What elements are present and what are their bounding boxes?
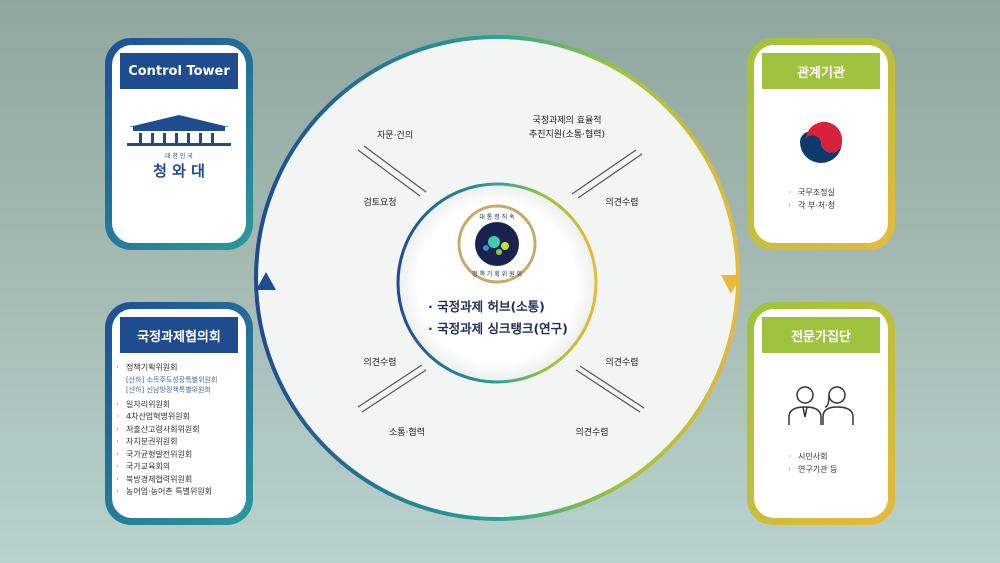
flow-label: 의견수렴 <box>605 198 639 208</box>
flow-label: 자문·건의 <box>377 131 413 141</box>
blue-house-logo: 대 한 민 국 청 와 대 <box>112 111 246 181</box>
hub-role: · 국정과제 싱크탱크(연구) <box>428 321 568 336</box>
hub-roles: · 국정과제 허브(소통) · 국정과제 싱크탱크(연구) <box>428 296 568 340</box>
list-item: 정책기획위원회 <box>112 362 246 375</box>
flow-label: 소통·협력 <box>389 428 425 438</box>
list-item: 자치분권위원회 <box>112 436 246 449</box>
flow-label: 추진지원(소통·협력) <box>528 130 606 140</box>
hub-role: · 국정과제 허브(소통) <box>428 299 545 314</box>
card-title: Control Tower <box>120 53 238 89</box>
list-item: 농어업·농어촌 특별위원회 <box>112 486 246 499</box>
card-title: 관계기관 <box>762 53 880 89</box>
people-icon <box>754 383 888 431</box>
cycle-arrow-down-icon <box>721 275 741 294</box>
list-item: 4차산업혁명위원회 <box>112 411 246 424</box>
government-emblem-icon <box>754 119 888 169</box>
council-list: 정책기획위원회 [산하] 소득주도성장특별위원회 [산하] 신남방정책특별위원회… <box>112 362 246 499</box>
list-item: 연구기관 등 <box>784 464 888 477</box>
svg-text:대 통 령 직 속: 대 통 령 직 속 <box>479 213 515 221</box>
list-item: 일자리위원회 <box>112 399 246 412</box>
card-title: 전문가집단 <box>762 317 880 353</box>
svg-text:정 책 기 획 위 원 회: 정 책 기 획 위 원 회 <box>472 270 522 278</box>
list-item: 국가균형발전위원회 <box>112 449 246 462</box>
experts-list: 시민사회 연구기관 등 <box>784 451 888 476</box>
list-item: 국가교육회의 <box>112 461 246 474</box>
hub-emblem: 대 통 령 직 속 정 책 기 획 위 원 회 <box>457 204 537 284</box>
agencies-list: 국무조정실 각 부·처·청 <box>784 187 888 212</box>
experts-card: 전문가집단 시민사회 연구기관 등 <box>747 302 895 525</box>
flow-arrows <box>357 145 645 413</box>
list-item: 시민사회 <box>784 451 888 464</box>
list-item: 각 부·처·청 <box>784 200 888 213</box>
list-item: [산하] 소득주도성장특별위원회 <box>126 375 218 384</box>
flow-label: 검토요청 <box>363 198 397 208</box>
flow-label: 의견수렴 <box>363 358 397 368</box>
list-item: 북방경제협력위원회 <box>112 474 246 487</box>
agencies-card: 관계기관 국무조정실 각 부·처·청 <box>747 38 895 250</box>
control-tower-card: Control Tower 대 한 민 국 청 와 대 <box>105 38 253 250</box>
list-item: 저출산고령사회위원회 <box>112 424 246 437</box>
flow-label: 의견수렴 <box>575 428 609 438</box>
list-item: [산하] 신남방정책특별위원회 <box>126 385 211 394</box>
flow-label: 의견수렴 <box>605 358 639 368</box>
cycle-arrow-up-icon <box>256 272 276 290</box>
card-title: 국정과제협의회 <box>120 317 238 353</box>
council-card: 국정과제협의회 정책기획위원회 [산하] 소득주도성장특별위원회 [산하] 신남… <box>105 302 253 525</box>
flow-label: 국정과제의 효율적 <box>532 116 602 126</box>
list-item: 국무조정실 <box>784 187 888 200</box>
